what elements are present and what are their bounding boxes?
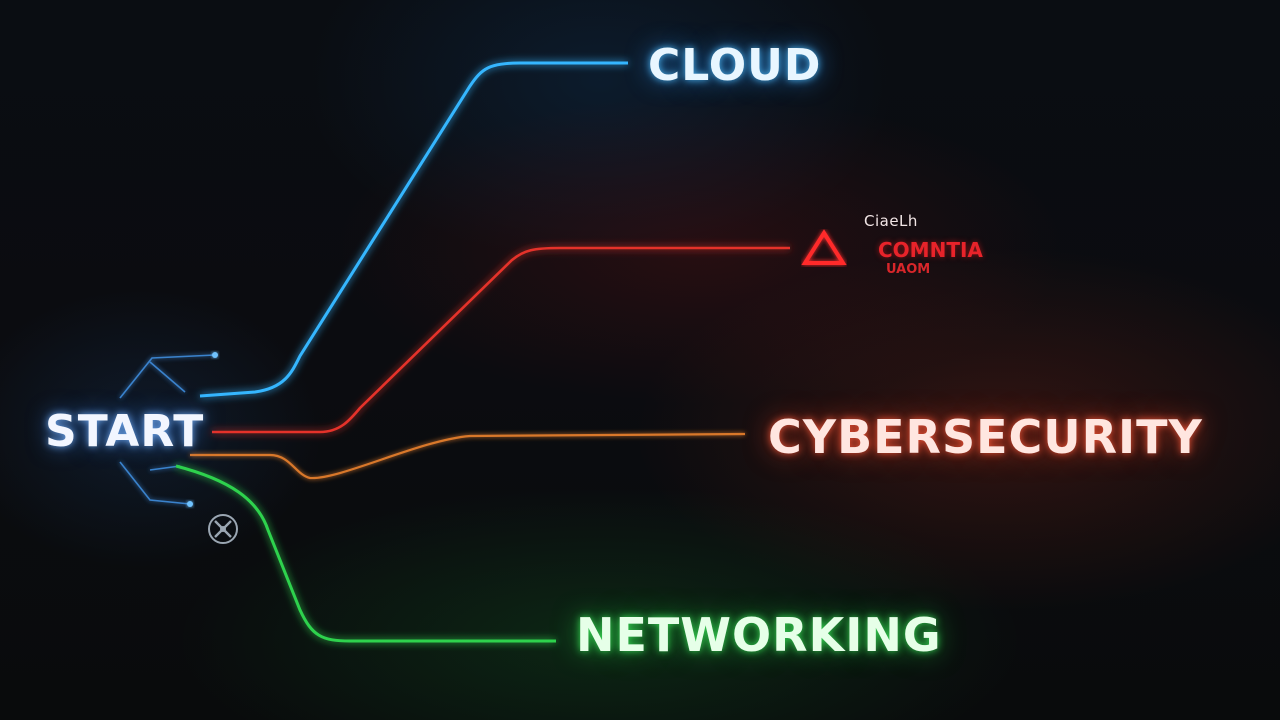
badge-line-1: CiaeLh bbox=[864, 212, 918, 230]
circuit-node bbox=[187, 501, 193, 507]
cloud-node: CLOUD bbox=[648, 40, 822, 91]
badge-line-3: UAOM bbox=[886, 262, 931, 277]
cybersecurity-node: CYBERSECURITY bbox=[768, 410, 1203, 464]
tools-icon bbox=[208, 514, 238, 544]
red-path bbox=[212, 246, 790, 434]
cloud-path bbox=[199, 61, 628, 398]
start-node: START bbox=[45, 406, 205, 457]
warning-triangle-icon bbox=[801, 229, 847, 265]
start-circuit-branches bbox=[119, 354, 216, 505]
cybersecurity-path bbox=[190, 432, 746, 480]
networking-node: NETWORKING bbox=[576, 608, 942, 662]
circuit-node bbox=[212, 352, 218, 358]
badge-line-2: COMNTIA bbox=[878, 238, 983, 262]
networking-path bbox=[175, 464, 556, 643]
